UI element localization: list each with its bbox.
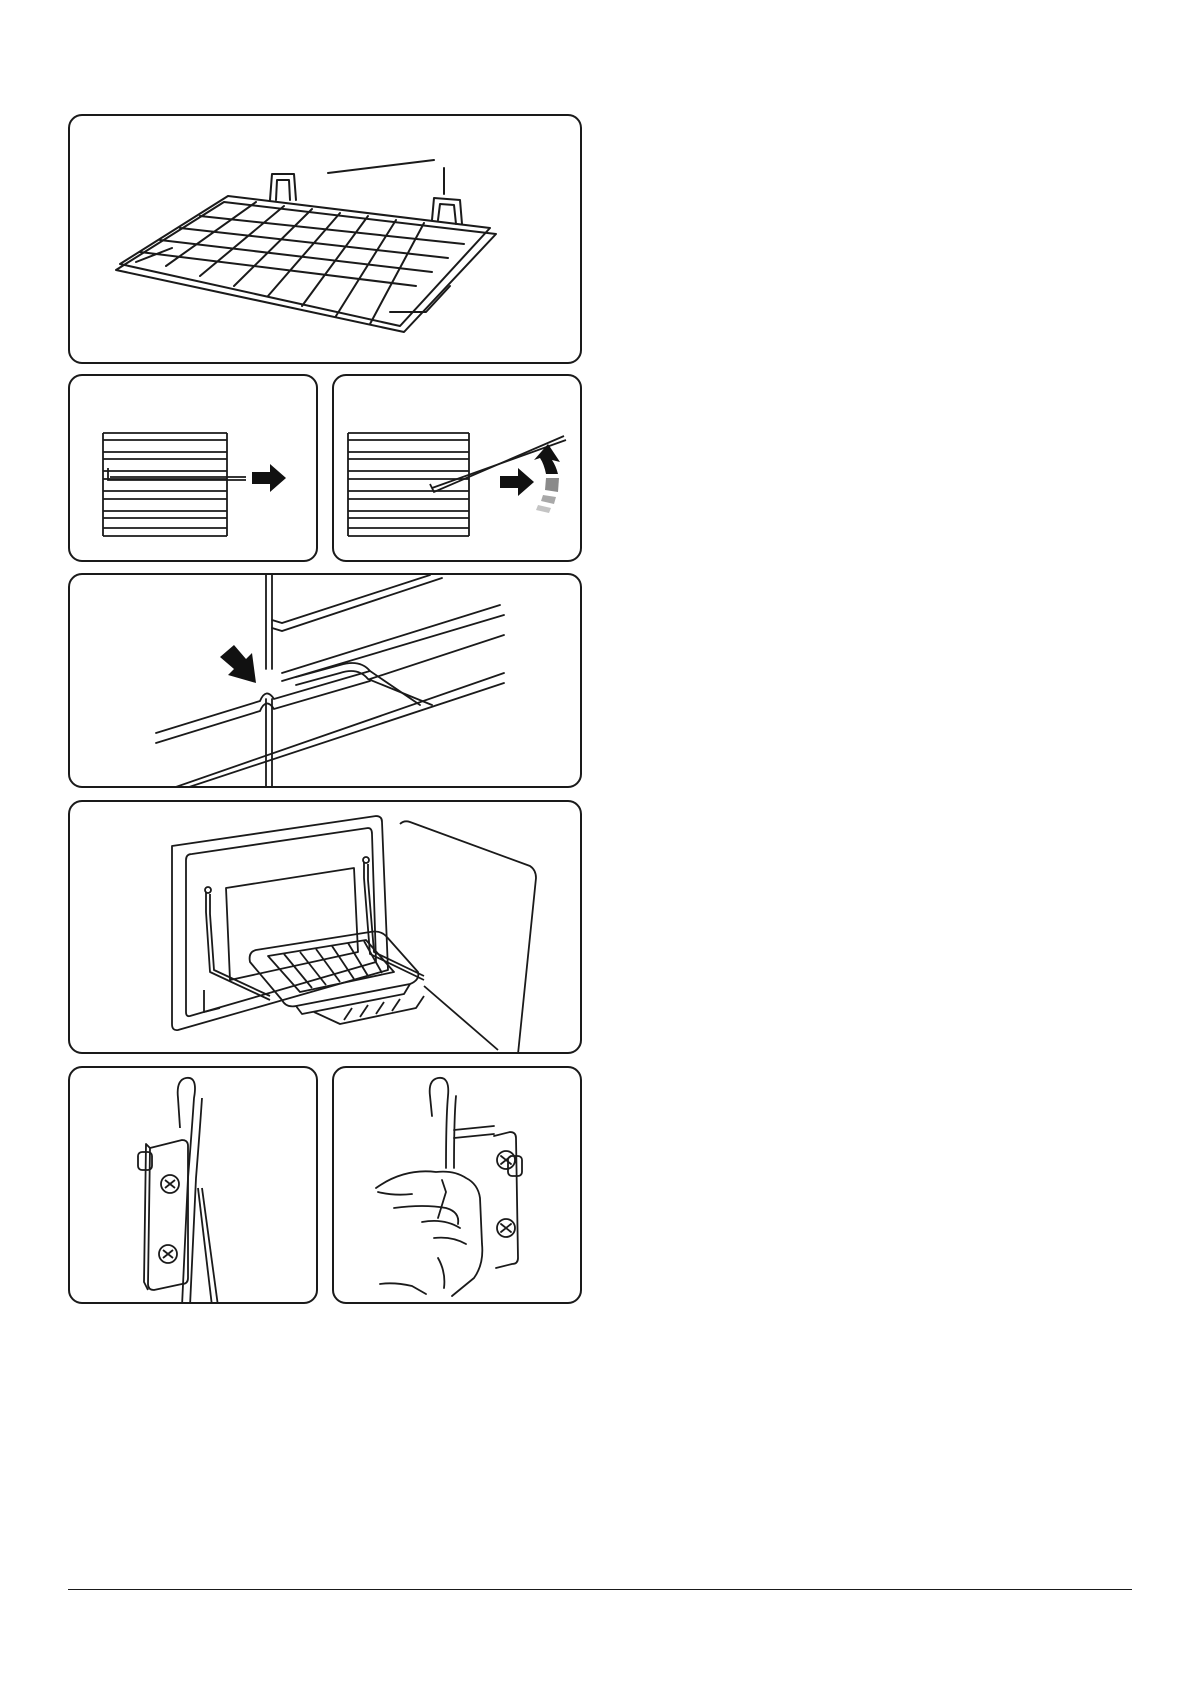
rail-hook-drawing [70, 1068, 318, 1304]
fig-shelf-tilt-lift [332, 374, 582, 562]
fig-shelf-stop-notch [68, 573, 582, 788]
hand-fitting-drawing [334, 1068, 582, 1304]
door-grill-pan-drawing [70, 802, 582, 1054]
rotate-up-icon [334, 376, 582, 562]
shelf-perspective-drawing [70, 116, 582, 364]
fig-side-rail-hook [68, 1066, 318, 1304]
arrow-down-right-icon [70, 575, 582, 788]
fig-shelf-overview [68, 114, 582, 364]
fig-side-rail-hand-fitting [332, 1066, 582, 1304]
fig-door-grill-pan [68, 800, 582, 1054]
fig-shelf-slide-out [68, 374, 318, 562]
footer-rule [68, 1589, 1132, 1590]
arrow-right-icon [70, 376, 318, 562]
